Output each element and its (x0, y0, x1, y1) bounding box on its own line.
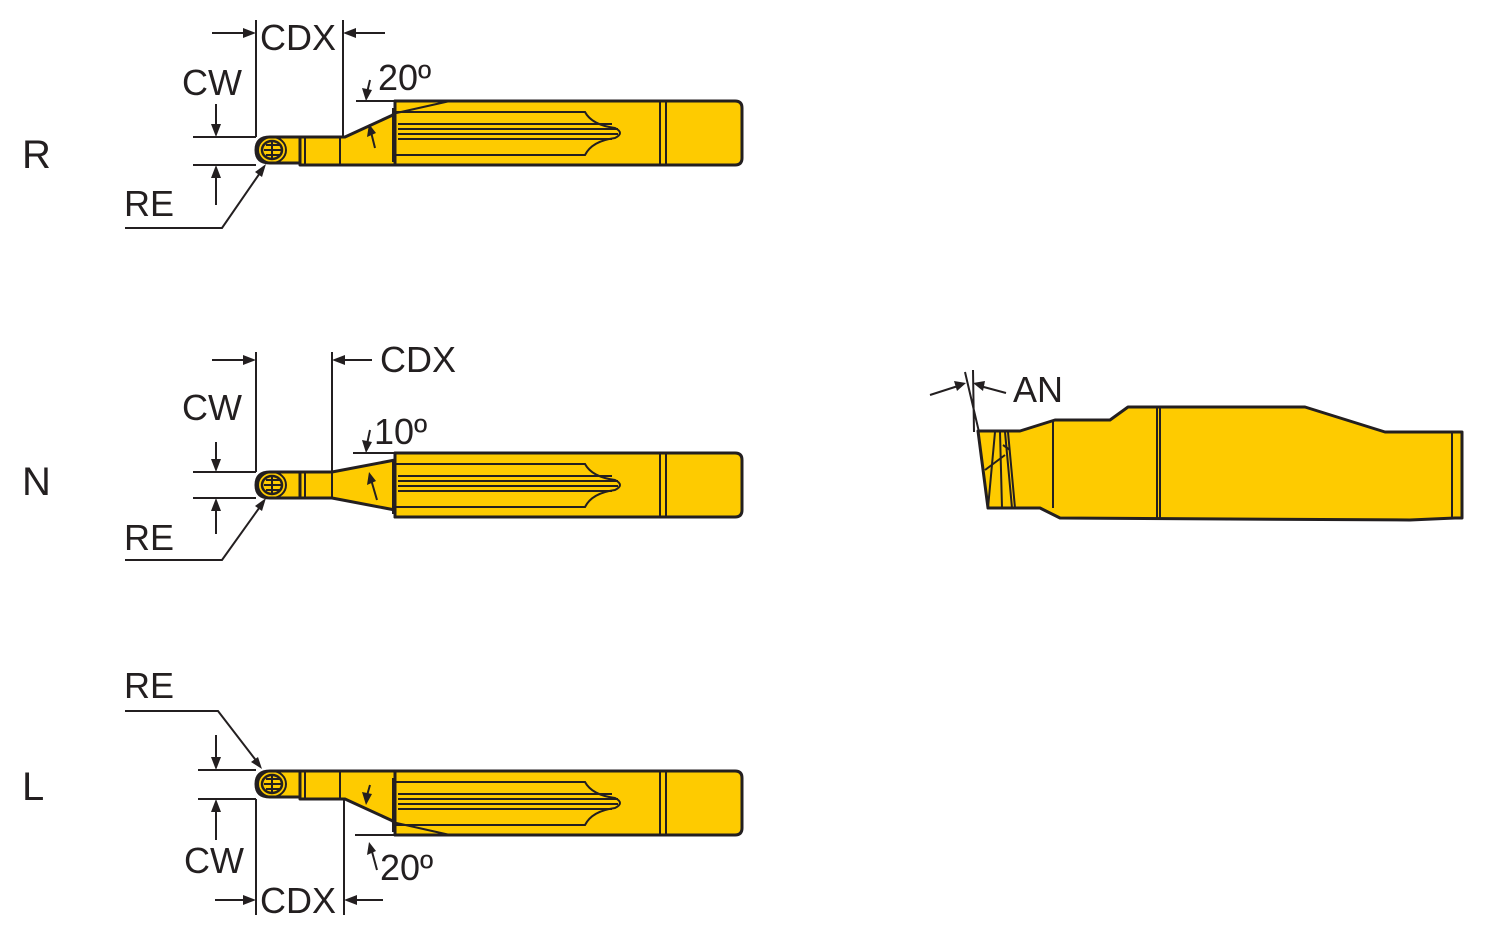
side-view: AN (929, 369, 1464, 522)
dim-an: AN (1013, 369, 1063, 410)
dim-cw-n: CW (182, 387, 242, 428)
view-n: N CDX CW RE 10º (22, 339, 744, 561)
view-l: L RE CW CDX 20º (22, 665, 744, 921)
view-r: R CDX CW RE 20º (22, 17, 744, 229)
view-label-l: L (22, 765, 44, 809)
view-label-r: R (22, 133, 51, 177)
dim-angle-r: 20º (378, 57, 431, 98)
dim-re-n: RE (124, 517, 174, 558)
view-label-n: N (22, 460, 51, 504)
dim-angle-n: 10º (374, 411, 427, 452)
dim-re-l: RE (124, 665, 174, 706)
dim-cdx-l: CDX (260, 880, 336, 921)
dim-angle-l: 20º (380, 847, 433, 888)
dim-cdx-r: CDX (260, 17, 336, 58)
dim-cw-r: CW (182, 62, 242, 103)
dim-re-r: RE (124, 183, 174, 224)
dim-cw-l: CW (184, 840, 244, 881)
dim-cdx-n: CDX (380, 339, 456, 380)
